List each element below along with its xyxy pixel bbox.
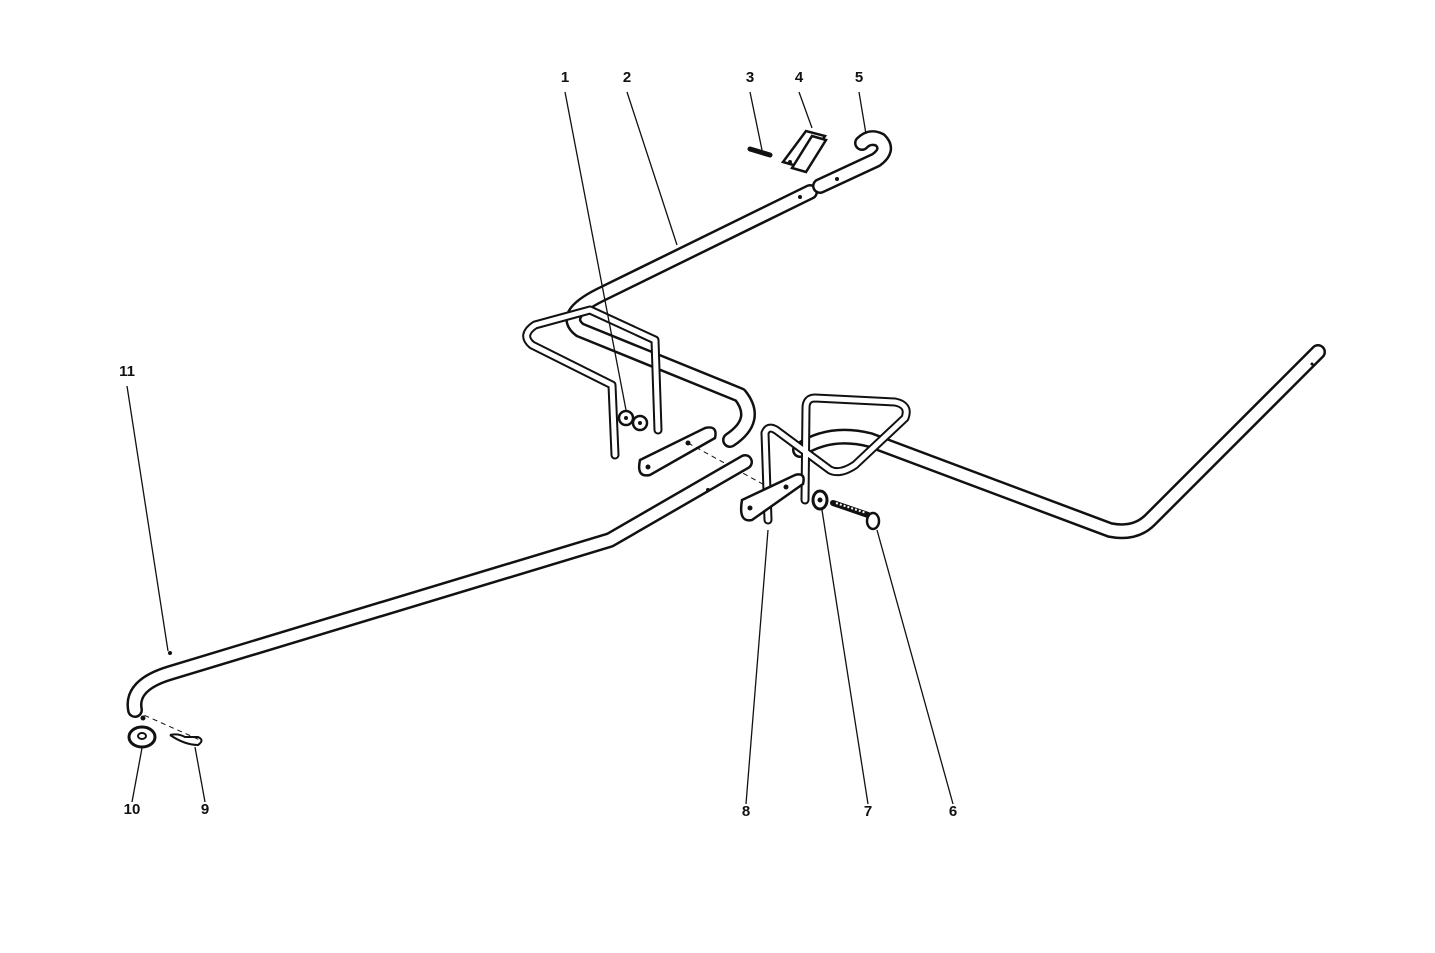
callout-3: 3 bbox=[746, 69, 754, 86]
callout-6: 6 bbox=[949, 803, 957, 820]
left-mount-plate bbox=[637, 426, 717, 477]
bolt-part-6 bbox=[830, 500, 881, 531]
callout-5: 5 bbox=[855, 69, 863, 86]
callout-11: 11 bbox=[119, 363, 135, 380]
callout-7: 7 bbox=[864, 803, 872, 820]
callout-10: 10 bbox=[124, 801, 141, 818]
upper-handle-tube bbox=[565, 184, 818, 448]
lower-handle-tube-part-11 bbox=[126, 454, 753, 721]
washers-part-1 bbox=[617, 409, 649, 432]
handle-extension-part-5 bbox=[812, 130, 893, 194]
right-mount-plate bbox=[739, 473, 805, 522]
callout-9: 9 bbox=[201, 801, 209, 818]
hairpin-clip-part-9 bbox=[169, 733, 203, 747]
washer-part-10 bbox=[127, 725, 157, 749]
left-wire-bracket bbox=[522, 305, 663, 460]
pin-part-3 bbox=[747, 146, 773, 158]
callout-labels: 1 2 3 4 5 6 7 8 9 10 11 bbox=[119, 69, 957, 820]
callout-8: 8 bbox=[742, 803, 750, 820]
callout-1: 1 bbox=[561, 69, 569, 86]
callout-4: 4 bbox=[795, 69, 804, 86]
washer-part-7 bbox=[811, 489, 829, 511]
leader-lines bbox=[126, 91, 954, 805]
callout-2: 2 bbox=[623, 69, 631, 86]
right-handle-tube bbox=[792, 344, 1326, 540]
right-wire-bracket bbox=[760, 393, 911, 525]
bracket-part-4 bbox=[780, 129, 828, 174]
